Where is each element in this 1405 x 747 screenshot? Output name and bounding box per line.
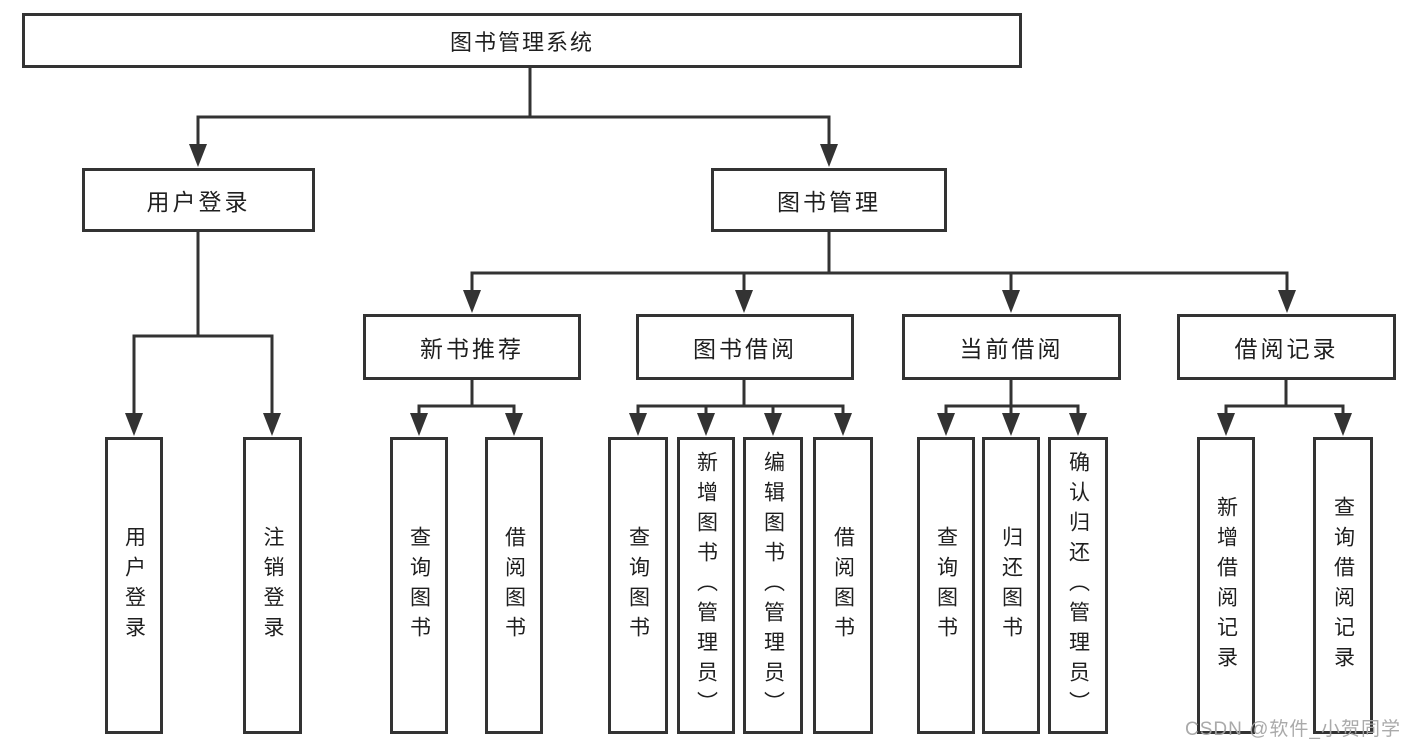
node-label: 归还图书 — [999, 525, 1023, 646]
leaf-recommend-borrow-books: 借阅图书 — [485, 437, 543, 734]
arrow-down-icon — [629, 413, 647, 436]
node-label: 确认归还（管理员） — [1066, 450, 1090, 721]
leaf-current-confirm-return-admin: 确认归还（管理员） — [1048, 437, 1108, 734]
arrow-down-icon — [1334, 413, 1352, 436]
arrow-down-icon — [1278, 290, 1296, 313]
connector-paths — [132, 66, 1345, 422]
arrow-down-icon — [1217, 413, 1235, 436]
node-user-login: 用户登录 — [82, 168, 315, 232]
node-label: 当前借阅 — [959, 336, 1064, 362]
arrowheads — [125, 144, 1352, 436]
leaf-records-add-borrow-record: 新增借阅记录 — [1197, 437, 1255, 734]
connector-recommend-to-leaves — [417, 378, 516, 422]
node-label: 借阅图书 — [831, 525, 855, 646]
node-book-borrow: 图书借阅 — [636, 314, 854, 380]
arrow-down-icon — [1002, 413, 1020, 436]
leaf-user-login: 用户登录 — [105, 437, 163, 734]
leaf-borrow-borrow-books: 借阅图书 — [813, 437, 873, 734]
leaf-records-query-borrow-record: 查询借阅记录 — [1313, 437, 1373, 734]
leaf-logout: 注销登录 — [243, 437, 302, 734]
node-label: 借阅记录 — [1234, 336, 1339, 362]
node-current-borrow: 当前借阅 — [902, 314, 1121, 380]
leaf-current-return-books: 归还图书 — [982, 437, 1040, 734]
node-new-book-recommend: 新书推荐 — [363, 314, 581, 380]
node-label: 图书管理系统 — [449, 29, 594, 55]
connector-borrow-to-leaves — [636, 378, 845, 422]
node-label: 新增借阅记录 — [1214, 495, 1238, 676]
arrow-down-icon — [410, 413, 428, 436]
node-label: 编辑图书（管理员） — [761, 450, 785, 721]
arrow-down-icon — [697, 413, 715, 436]
node-label: 查询图书 — [626, 525, 650, 646]
arrow-down-icon — [463, 290, 481, 313]
arrow-down-icon — [834, 413, 852, 436]
connector-records-to-leaves — [1224, 378, 1345, 422]
arrow-down-icon — [505, 413, 523, 436]
node-label: 查询借阅记录 — [1331, 495, 1355, 676]
arrow-down-icon — [263, 413, 281, 436]
arrow-down-icon — [1002, 290, 1020, 313]
arrow-down-icon — [1069, 413, 1087, 436]
node-label: 查询图书 — [934, 525, 958, 646]
node-label: 新书推荐 — [420, 336, 524, 362]
arrow-down-icon — [937, 413, 955, 436]
node-root-library-management-system: 图书管理系统 — [22, 13, 1022, 68]
node-book-management: 图书管理 — [711, 168, 947, 232]
node-label: 用户登录 — [122, 525, 146, 646]
leaf-borrow-query-books: 查询图书 — [608, 437, 668, 734]
leaf-borrow-edit-books-admin: 编辑图书（管理员） — [743, 437, 803, 734]
arrow-down-icon — [764, 413, 782, 436]
node-label: 查询图书 — [407, 525, 431, 646]
node-label: 用户登录 — [146, 189, 251, 215]
arrow-down-icon — [125, 413, 143, 436]
node-label: 注销登录 — [261, 525, 284, 646]
connector-login-to-leaves — [132, 230, 274, 422]
csdn-watermark: CSDN @软件_小贺同学 — [1185, 719, 1401, 740]
leaf-current-query-books: 查询图书 — [917, 437, 975, 734]
node-borrow-records: 借阅记录 — [1177, 314, 1396, 380]
connector-root-to-level2 — [196, 66, 831, 152]
node-label: 图书管理 — [777, 189, 881, 215]
node-label: 新增图书（管理员） — [694, 450, 718, 721]
arrow-down-icon — [820, 144, 838, 167]
node-label: 借阅图书 — [502, 525, 526, 646]
connector-management-to-level3 — [470, 230, 1289, 299]
arrow-down-icon — [189, 144, 207, 167]
leaf-recommend-query-books: 查询图书 — [390, 437, 448, 734]
leaf-borrow-add-books-admin: 新增图书（管理员） — [677, 437, 735, 734]
node-label: 图书借阅 — [693, 336, 797, 362]
arrow-down-icon — [735, 290, 753, 313]
